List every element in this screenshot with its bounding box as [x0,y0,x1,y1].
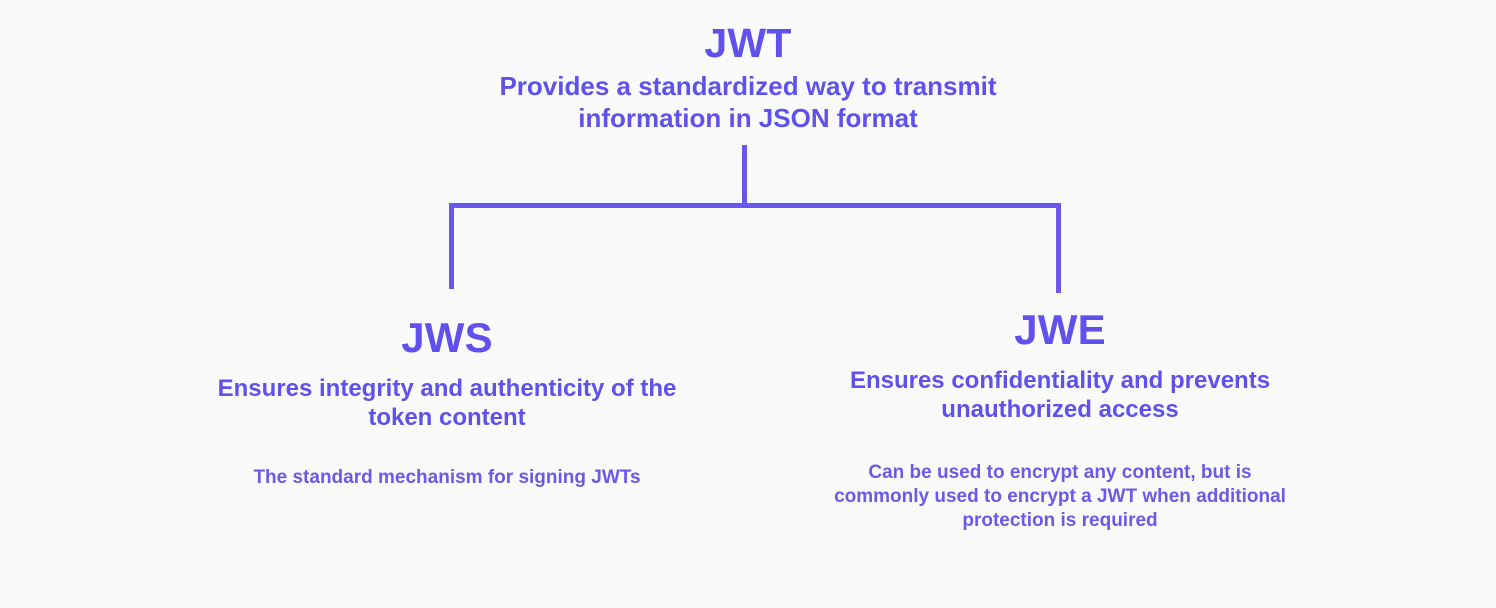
node-jwe-description: Ensures confidentiality and prevents una… [849,367,1271,424]
node-jwe-title: JWE [1014,306,1106,353]
node-jwt-title: JWT [704,20,792,66]
node-jws: JWS Ensures integrity and authenticity o… [177,314,717,490]
node-jws-description: Ensures integrity and authenticity of th… [217,375,677,432]
node-jwt-root: JWT Provides a standardized way to trans… [448,20,1048,134]
node-jws-title: JWS [401,314,493,361]
node-jwe: JWE Ensures confidentiality and prevents… [790,306,1330,534]
node-jwt-description: Provides a standardized way to transmit … [499,71,997,133]
node-jws-note: The standard mechanism for signing JWTs [253,466,641,488]
node-jwe-note: Can be used to encrypt any content, but … [834,461,1286,532]
